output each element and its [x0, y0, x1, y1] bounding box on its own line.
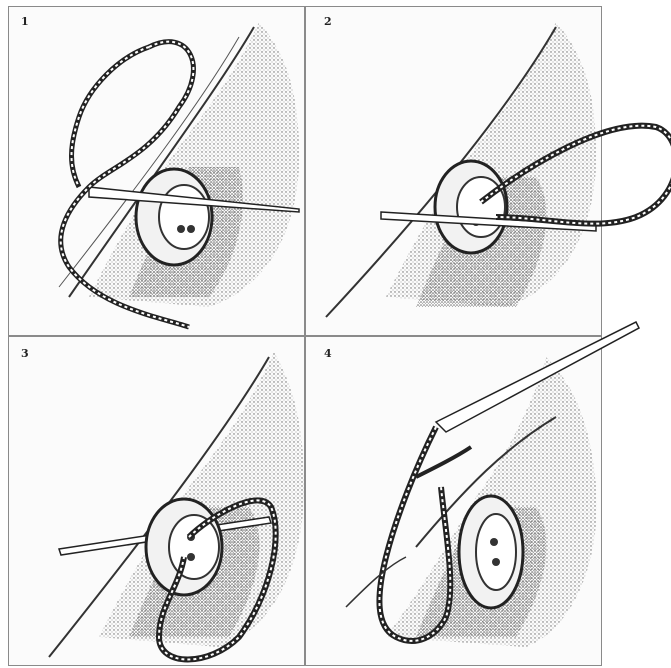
step-panel-2: 2 — [305, 6, 602, 336]
needle-drawing-2 — [306, 7, 603, 337]
needle-drawing-3 — [9, 337, 306, 667]
illustration-grid: 1 2 — [8, 6, 602, 666]
step-panel-4: 4 — [305, 336, 602, 666]
needle-drawing-1 — [9, 7, 306, 337]
step-panel-3: 3 — [8, 336, 305, 666]
needle-drawing-4 — [306, 337, 603, 667]
step-panel-1: 1 — [8, 6, 305, 336]
